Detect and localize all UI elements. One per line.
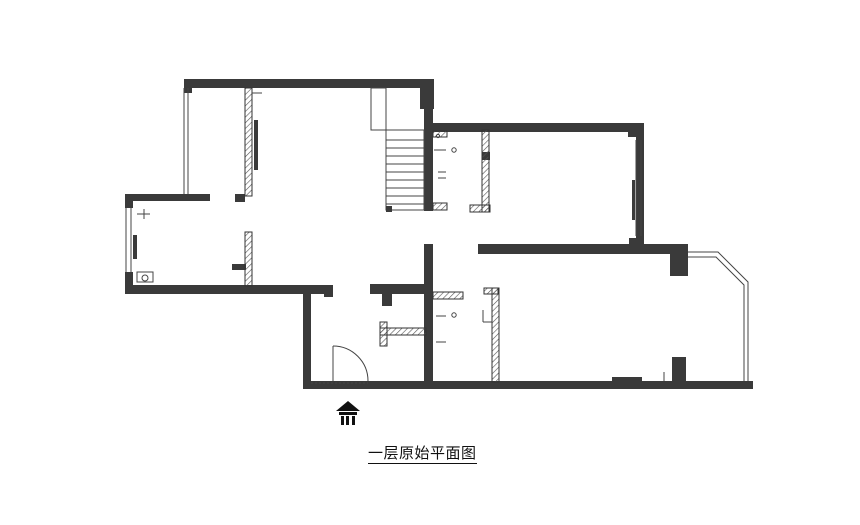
wall-left-top-stub — [184, 79, 192, 93]
partition-left-lower — [244, 231, 253, 287]
stair-flight — [385, 129, 425, 211]
wall-right-lower-block — [672, 357, 686, 389]
entrance-door[interactable] — [311, 345, 369, 384]
wall-top-left — [184, 79, 434, 88]
wall-center-lower — [424, 244, 433, 389]
window-bay — [684, 251, 749, 381]
partition-right-lower — [491, 287, 500, 383]
wall-porch-right-stub — [324, 285, 333, 297]
window-upper-inner — [252, 92, 262, 170]
partition-right-upper — [481, 129, 490, 213]
wall-room-stub — [232, 264, 246, 270]
partition-mid-short — [432, 291, 464, 300]
partition-mid-lower-leg — [379, 321, 388, 347]
wall-stair-right — [424, 79, 433, 211]
wall-left-outer-top — [125, 194, 133, 208]
partition-top-short — [432, 130, 448, 138]
wall-right-upper — [636, 123, 644, 246]
window-left-side — [125, 208, 137, 272]
partition-top-short-2 — [432, 202, 448, 211]
window-left-top — [183, 88, 189, 194]
partition-right-lower-top — [483, 287, 499, 295]
wall-porch-left — [303, 285, 311, 389]
fixtures — [136, 133, 665, 381]
entrance-arrow-icon — [336, 401, 360, 425]
wall-top-mid — [432, 123, 644, 132]
window-bottom-right — [612, 377, 642, 381]
wall-mid-horizontal — [478, 244, 688, 254]
windows — [125, 88, 749, 381]
wall-bottom-left — [125, 285, 333, 294]
partition-left-upper — [244, 87, 253, 197]
wall-small-block — [235, 194, 245, 202]
partition-walls — [244, 87, 500, 383]
stair-landing — [370, 87, 387, 131]
wall-left-outer-bottom — [125, 272, 133, 294]
wall-center-stub — [370, 284, 426, 294]
wall-left-step — [125, 194, 210, 201]
wall-bottom-main — [303, 381, 753, 389]
staircase — [370, 87, 425, 212]
plan-title: 一层原始平面图 — [368, 444, 477, 464]
wall-center-stub-down — [382, 284, 392, 306]
window-right-upper — [632, 140, 642, 236]
exterior-walls — [125, 79, 753, 389]
wall-right-lower-stub — [670, 244, 688, 276]
partition-right-upper-foot — [469, 204, 491, 213]
